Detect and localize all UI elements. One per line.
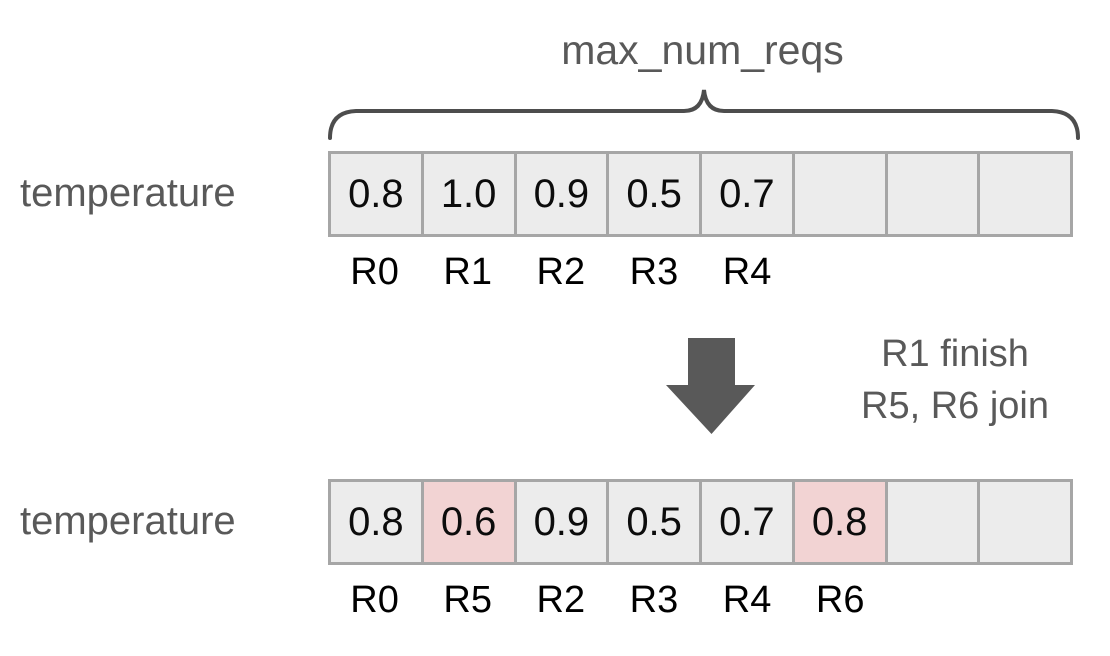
request-id-label bbox=[980, 250, 1073, 294]
transition-annotation: R1 finish R5, R6 join bbox=[800, 328, 1110, 432]
transition-line-2: R5, R6 join bbox=[861, 385, 1049, 427]
array-cell[interactable]: 0.8 bbox=[331, 482, 424, 562]
request-id-label: R6 bbox=[815, 579, 865, 621]
transition-line-1: R1 finish bbox=[881, 333, 1029, 375]
array-cell[interactable]: 0.5 bbox=[609, 482, 702, 562]
request-id-label bbox=[980, 578, 1073, 622]
row-label-temperature-after: temperature bbox=[20, 499, 236, 543]
request-id-labels-before: R0 R1 R2 R3 R4 bbox=[328, 250, 1073, 294]
request-id-label: R2 bbox=[536, 251, 586, 293]
array-cell[interactable]: 1.0 bbox=[423, 154, 517, 234]
array-cell[interactable]: 0.9 bbox=[516, 154, 610, 234]
request-id-label: R0 bbox=[350, 251, 399, 293]
array-cell[interactable]: 0.9 bbox=[516, 482, 610, 562]
request-id-label: R4 bbox=[722, 579, 772, 621]
array-cell[interactable]: 0.7 bbox=[702, 154, 795, 234]
array-cell[interactable]: 0.7 bbox=[702, 482, 795, 562]
array-cell[interactable] bbox=[980, 154, 1070, 234]
request-id-label: R4 bbox=[722, 251, 772, 293]
request-id-label bbox=[887, 250, 980, 294]
request-id-label: R0 bbox=[350, 579, 399, 621]
request-id-label bbox=[887, 578, 980, 622]
request-id-label: R2 bbox=[536, 579, 586, 621]
request-id-label: R5 bbox=[443, 579, 492, 621]
request-id-labels-after: R0 R5 R2 R3 R4 R6 bbox=[328, 578, 1073, 622]
array-cell[interactable] bbox=[794, 154, 888, 234]
curly-brace-icon bbox=[328, 89, 1080, 140]
array-cell-highlighted[interactable]: 0.8 bbox=[794, 482, 888, 562]
array-cell[interactable] bbox=[887, 482, 981, 562]
request-id-label: R3 bbox=[629, 251, 679, 293]
array-cell[interactable] bbox=[980, 482, 1070, 562]
page-title: max_num_reqs bbox=[561, 27, 844, 73]
array-cell[interactable]: 0.8 bbox=[331, 154, 424, 234]
down-arrow-icon bbox=[666, 338, 755, 434]
array-cell[interactable]: 0.5 bbox=[609, 154, 702, 234]
request-id-label: R1 bbox=[443, 251, 492, 293]
temperature-array-after: 0.8 0.6 0.9 0.5 0.7 0.8 bbox=[328, 479, 1073, 565]
array-cell-highlighted[interactable]: 0.6 bbox=[423, 482, 517, 562]
request-id-label: R3 bbox=[629, 579, 679, 621]
array-cell[interactable] bbox=[887, 154, 981, 234]
row-label-temperature-before: temperature bbox=[20, 171, 236, 215]
temperature-array-before: 0.8 1.0 0.9 0.5 0.7 bbox=[328, 151, 1073, 237]
request-id-label bbox=[794, 250, 887, 294]
